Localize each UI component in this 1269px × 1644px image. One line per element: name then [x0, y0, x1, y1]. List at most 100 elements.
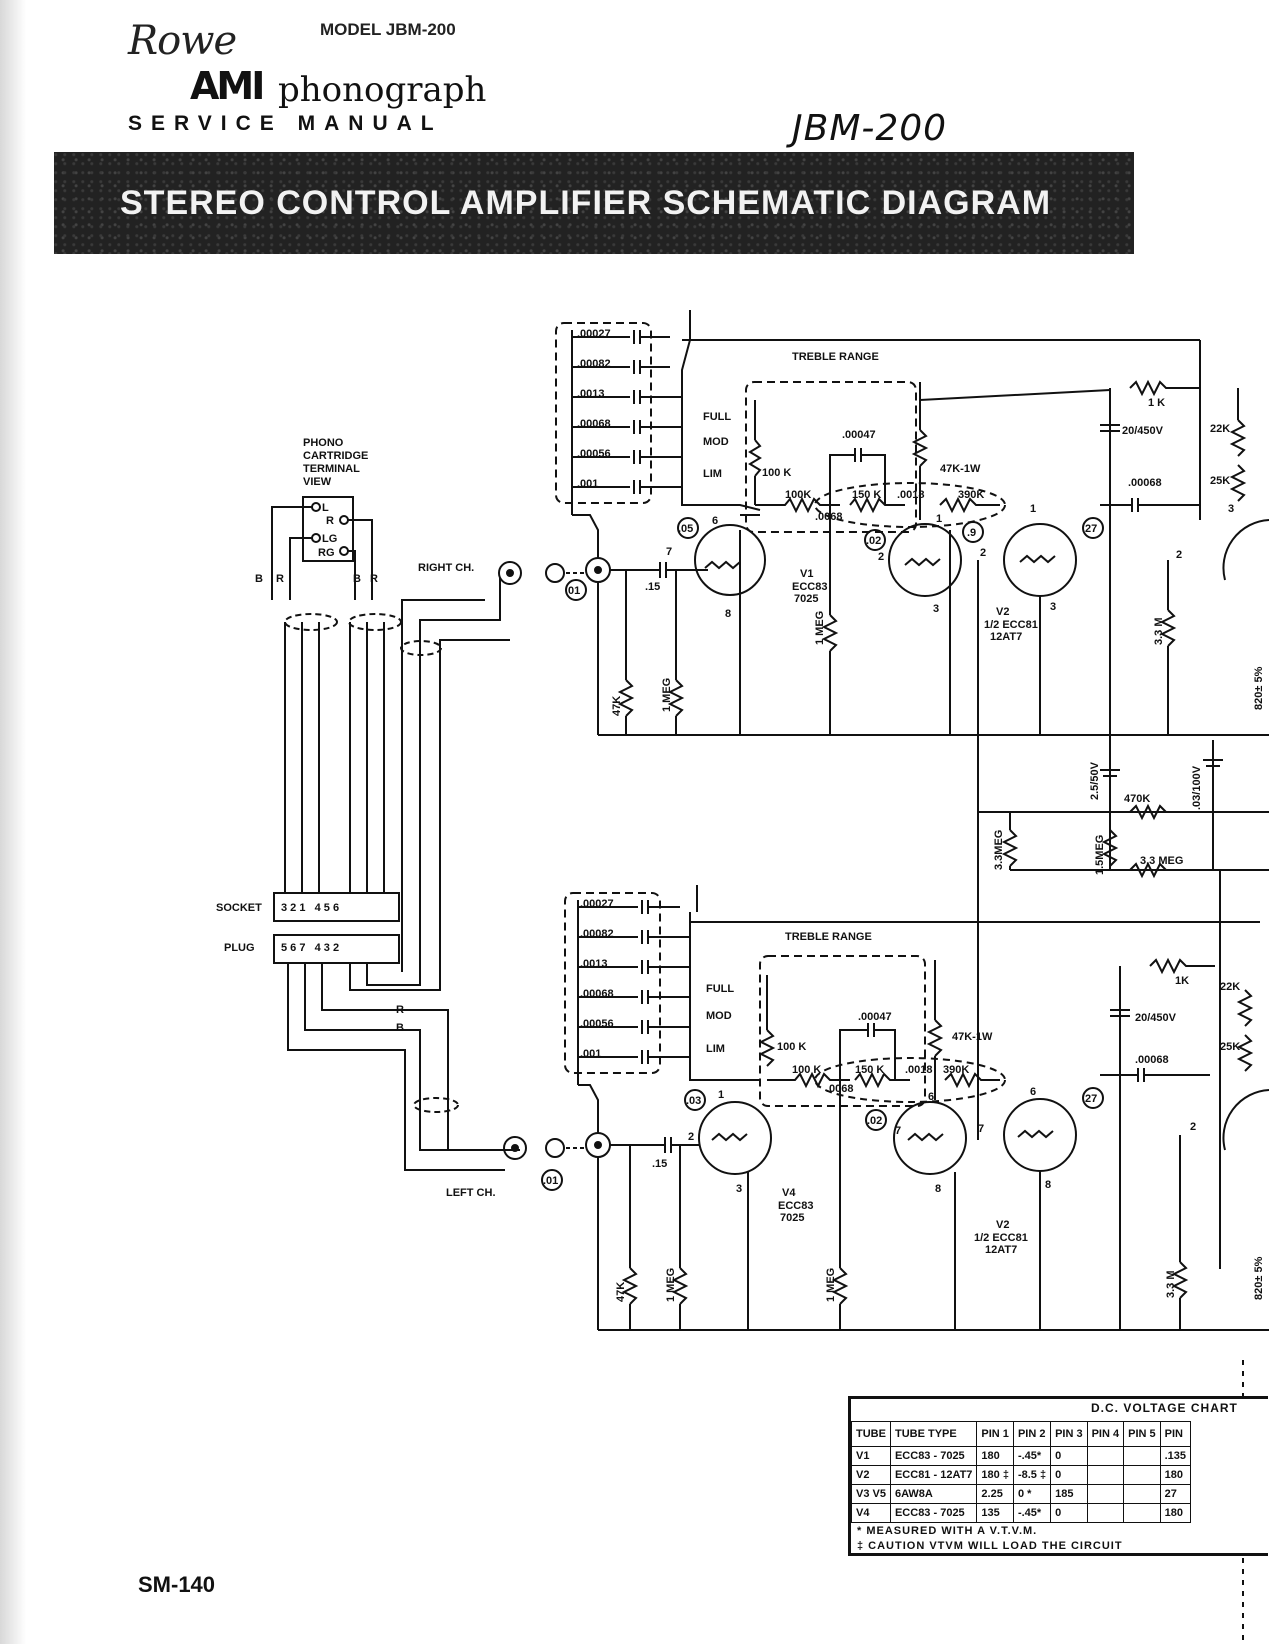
switch-label: FULL: [706, 983, 734, 995]
resistor-label: 47K-1W: [952, 1031, 993, 1043]
pin-number: 2: [688, 1131, 694, 1143]
socket-label: SOCKET: [216, 902, 262, 914]
test-point-label: .27: [1082, 1093, 1097, 1105]
right-channel-label: RIGHT CH.: [418, 562, 474, 574]
resistor-25k-lower: [1236, 1034, 1254, 1072]
cap-label: .00068: [580, 988, 614, 1000]
title-banner: STEREO CONTROL AMPLIFIER SCHEMATIC DIAGR…: [54, 152, 1134, 254]
handwritten-model: JBM-200: [792, 108, 948, 149]
pin-number: 3: [933, 603, 939, 615]
resistor-150k-lower: [854, 1071, 910, 1089]
test-point-icon: [1082, 1087, 1104, 1109]
tube-label: 12AT7: [985, 1244, 1017, 1256]
plug-wire: [366, 963, 421, 986]
tube-v2-icon: [1003, 523, 1077, 597]
test-point-icon: [565, 579, 587, 601]
cap-label: 20/450V: [1135, 1012, 1177, 1024]
resistor-22k-lower: [1236, 989, 1254, 1027]
plug-wire: [349, 963, 441, 991]
plug-block: [273, 934, 400, 964]
pin-number: 6: [712, 515, 718, 527]
tube-label: V2: [996, 606, 1009, 618]
test-point-label: .27: [1082, 523, 1097, 535]
resistor-1meg-b: [821, 614, 839, 652]
resistor-100k: [748, 439, 762, 477]
resistor-label: 150 K: [855, 1064, 884, 1076]
shield-ellipse: [348, 613, 402, 631]
resistor-100k-lower: [758, 1029, 776, 1067]
pin-number: 6: [1030, 1086, 1036, 1098]
resistor-label: 47K: [611, 696, 623, 716]
test-point-icon: [865, 1109, 887, 1131]
pin-r-terminal: [339, 515, 349, 525]
table-header-row: TUBE TUBE TYPE PIN 1 PIN 2 PIN 3 PIN 4 P…: [851, 1421, 1192, 1447]
pin-number: 1: [718, 1089, 724, 1101]
pin-number: 3: [1228, 503, 1234, 515]
tube-label: ECC83: [778, 1200, 813, 1212]
plug-pins: 5 6 7 4 3 2: [281, 942, 339, 954]
table-cell: [1086, 1465, 1125, 1485]
tube-label: V1: [800, 568, 813, 580]
sheet-number: SM-140: [138, 1572, 216, 1597]
switch-label: MOD: [706, 1010, 732, 1022]
switch-label: FULL: [703, 411, 731, 423]
pin-number: 2: [1176, 549, 1182, 561]
table-cell: 0: [1050, 1503, 1088, 1523]
left-channel-cable: [304, 963, 520, 1151]
chart-notes: * MEASURED WITH A V.T.V.M. ‡ CAUTION VTV…: [857, 1524, 1123, 1554]
table-cell: 185: [1050, 1484, 1088, 1504]
cap-label: .15: [645, 581, 660, 593]
cap-label: .001: [580, 1048, 601, 1060]
model-label: MODEL JBM-200: [320, 20, 456, 39]
resistor-label: 100 K: [762, 467, 791, 479]
resistor-label: 25K: [1210, 475, 1230, 487]
resistor-3-3m: [1159, 609, 1177, 647]
cap-label: .00082: [577, 358, 611, 370]
pin-number: 7: [895, 1125, 901, 1137]
table-cell: V4: [851, 1503, 891, 1523]
table-cell: 135: [976, 1503, 1014, 1523]
test-point-label: .9: [967, 527, 976, 539]
cap-label: .15: [652, 1158, 667, 1170]
resistor-label: 1 MEG: [825, 1268, 837, 1302]
test-point-label: .05: [678, 523, 693, 535]
table-cell: ECC81 - 12AT7: [889, 1465, 978, 1485]
table-row: V4 ECC83 - 7025 135 -.45* 0 180: [851, 1503, 1192, 1523]
pin-number: 3: [736, 1183, 742, 1195]
wire-label: R: [370, 573, 378, 585]
voltage-chart-title: D.C. VOLTAGE CHART: [1091, 1401, 1238, 1415]
pin-number: 7: [978, 1123, 984, 1135]
tube-v2-lower-icon: [1003, 1098, 1077, 1172]
resistor-label: 1K: [1175, 975, 1189, 987]
tube-label: 7025: [780, 1212, 804, 1224]
resistor-label: 100K: [785, 489, 811, 501]
wire-l: [271, 506, 312, 600]
cap-label: .0068: [815, 511, 843, 523]
note-line: * MEASURED WITH A V.T.V.M.: [857, 1525, 1038, 1537]
test-point-label: .01: [543, 1175, 558, 1187]
cartridge-terminal-block: [302, 496, 354, 562]
wire-label: R: [396, 1004, 404, 1016]
table-cell: 2.25: [976, 1484, 1014, 1504]
table-cell: ECC83 - 7025: [889, 1446, 978, 1466]
pin-number: 8: [1045, 1179, 1051, 1191]
column-header: TUBE TYPE: [889, 1421, 978, 1447]
resistor-label: 3.3MEG: [993, 830, 1005, 870]
treble-caps-upper: [571, 330, 682, 558]
table-cell: 0 *: [1012, 1484, 1052, 1504]
tube-label: 7025: [794, 593, 818, 605]
table-cell: 180: [1159, 1503, 1192, 1523]
table-cell: -.45*: [1012, 1446, 1052, 1466]
resistor-label: 1.5MEG: [1094, 835, 1106, 875]
cartridge-label: PHONO: [303, 437, 344, 449]
resistor-1meg: [667, 679, 685, 717]
table-cell: ECC83 - 7025: [889, 1503, 978, 1523]
tube-label: 1/2 ECC81: [974, 1232, 1028, 1244]
resistor-label: 1 K: [1148, 397, 1165, 409]
cap-label: .0018: [897, 489, 925, 501]
socket-pins: 3 2 1 4 5 6: [281, 902, 339, 914]
resistor-470k: [1129, 803, 1167, 821]
product-label: phonograph: [278, 70, 487, 110]
resistor-25k: [1229, 464, 1247, 502]
table-cell: -.45*: [1012, 1503, 1052, 1523]
